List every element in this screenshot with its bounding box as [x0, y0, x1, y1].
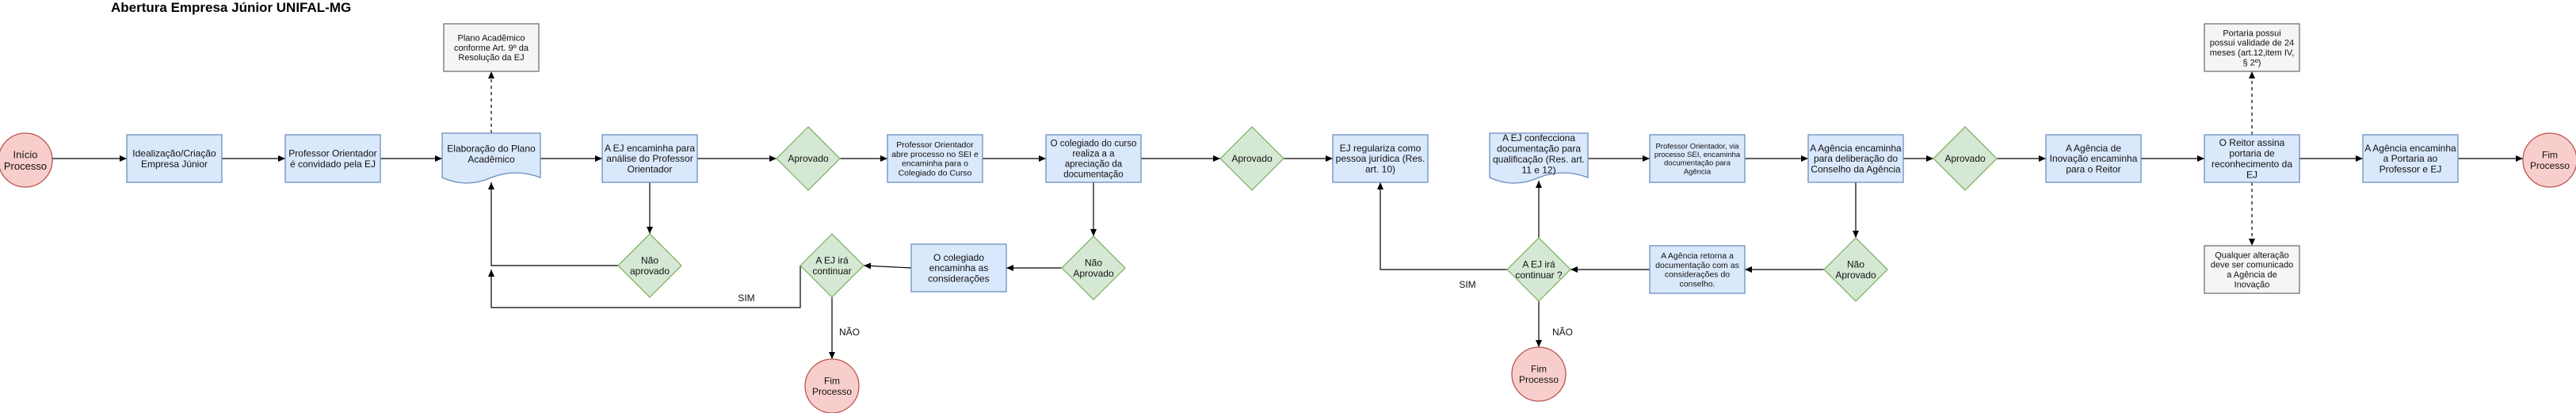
connector-arrow	[1377, 182, 1507, 270]
connector-arrow	[488, 182, 618, 266]
edge-label-sim2: SIM	[1459, 279, 1475, 290]
node-label-aprovado3: Aprovado	[1944, 153, 1986, 164]
edge-label-sim1: SIM	[738, 293, 754, 304]
connector-arrow	[488, 266, 801, 308]
edge-label-nao1: NÃO	[839, 327, 860, 338]
connector-arrow	[863, 262, 912, 270]
node-label-aprovado2: Aprovado	[1231, 153, 1273, 164]
node-aprovado2[interactable]: Aprovado	[1219, 126, 1284, 191]
diagram-title: Abertura Empresa Júnior UNIFAL-MG	[111, 0, 352, 15]
edge-label-nao2: NÃO	[1552, 327, 1573, 338]
node-aprovado1[interactable]: Aprovado	[776, 126, 841, 191]
node-aprovado3[interactable]: Aprovado	[1933, 126, 1998, 191]
node-label-aprovado1: Aprovado	[788, 153, 829, 164]
